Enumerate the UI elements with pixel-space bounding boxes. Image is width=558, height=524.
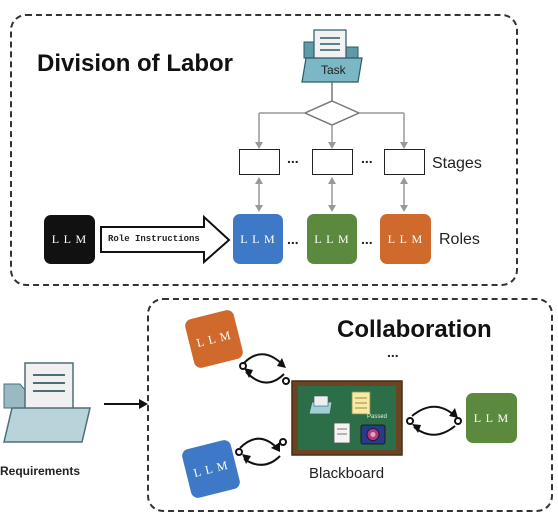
stage-box-3 — [384, 149, 425, 175]
division-of-labor-panel — [10, 14, 518, 286]
llm-role-green: L L M — [307, 214, 357, 264]
stages-label: Stages — [432, 155, 482, 172]
llm-black: L L M — [44, 215, 95, 264]
llm-role-blue: L L M — [233, 214, 283, 264]
llm-green-agent: L L M — [466, 393, 517, 443]
passed-label: Passed — [367, 414, 388, 420]
task-label: Task — [321, 63, 346, 77]
blackboard-label: Blackboard — [309, 465, 385, 482]
role-ellipsis-2: ... — [361, 231, 373, 247]
collaboration-ellipsis: ... — [387, 344, 399, 360]
collaboration-title: Collaboration — [337, 316, 492, 343]
stage-ellipsis-2: ... — [361, 150, 373, 166]
role-ellipsis-1: ... — [287, 231, 299, 247]
division-title: Division of Labor — [37, 50, 234, 77]
stage-box-2 — [312, 149, 353, 175]
stage-box-1 — [239, 149, 280, 175]
roles-label: Roles — [439, 231, 480, 248]
collaboration-panel — [147, 298, 553, 512]
role-instructions-label: Role Instructions — [108, 234, 200, 244]
requirements-label: Requirements — [0, 464, 81, 478]
llm-role-orange: L L M — [380, 214, 431, 264]
stage-ellipsis-1: ... — [287, 150, 299, 166]
